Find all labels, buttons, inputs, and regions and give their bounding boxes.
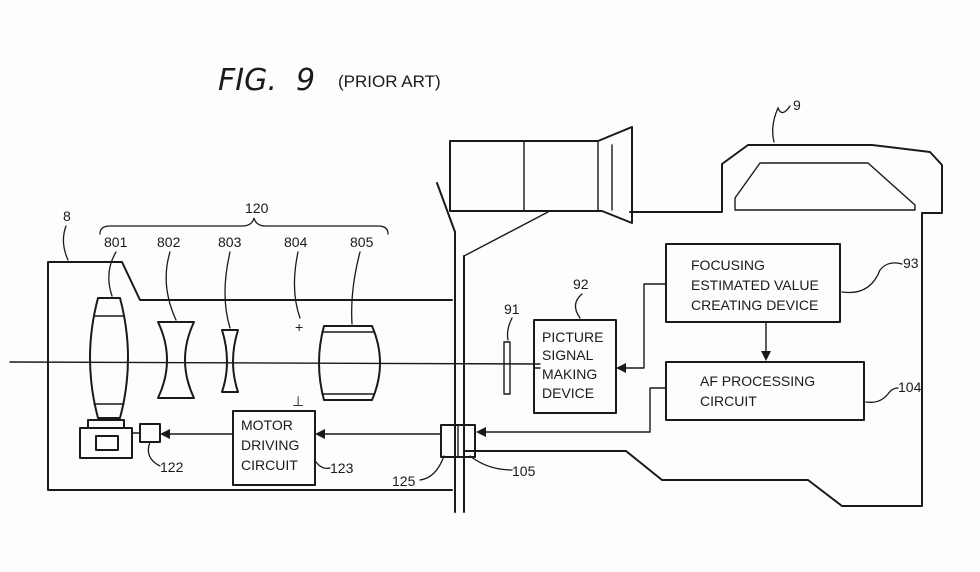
- focusing-device-line-2: ESTIMATED VALUE: [691, 277, 819, 293]
- focusing-device-line-1: FOCUSING: [691, 257, 765, 273]
- camera-body-outline: [463, 144, 943, 507]
- arrow-to-af: [761, 351, 771, 361]
- optical-axis: [9, 361, 541, 365]
- lens-unit-leader: [62, 225, 69, 261]
- lens-group-ref: 120: [245, 200, 269, 216]
- mount-front-slant: [436, 182, 456, 233]
- motor-driving-circuit-box: [232, 410, 316, 486]
- lens-801: [89, 297, 129, 419]
- picture-signal-line-2: SIGNAL: [542, 347, 594, 363]
- af-processing-line-2: CIRCUIT: [700, 393, 757, 409]
- motor-driving-line-3: CIRCUIT: [241, 457, 298, 473]
- sensor-ref: 91: [504, 301, 520, 317]
- lens-803-ref: 803: [218, 234, 242, 250]
- arrow-to-motor-circuit: [315, 429, 325, 439]
- connector-125-leader: [419, 455, 445, 481]
- picture-signal-leader: [574, 293, 583, 319]
- lens-803-leader: [224, 251, 231, 329]
- lens-unit-ref: 8: [63, 208, 71, 224]
- signal-af-to-connector: [481, 387, 667, 433]
- picture-signal-box: [533, 319, 617, 414]
- lens-802: [157, 321, 195, 399]
- lens-802-leader: [165, 251, 177, 321]
- motor-leader: [147, 441, 161, 467]
- motor-122: [139, 423, 161, 443]
- focusing-device-ref: 93: [903, 255, 919, 271]
- arrow-to-connector: [476, 427, 486, 437]
- lens-805-ref: 805: [350, 234, 374, 250]
- lens-barrel-outline: [47, 261, 453, 491]
- lens-804-marker: +: [295, 319, 303, 335]
- figure-subtitle: (PRIOR ART): [338, 72, 441, 91]
- image-sensor: [503, 341, 511, 395]
- lens-802-ref: 802: [157, 234, 181, 250]
- motor-driving-line-2: DRIVING: [241, 437, 299, 453]
- motor-driving-tick: ⊥: [292, 393, 304, 409]
- lens-803: [221, 329, 239, 393]
- focusing-device-line-3: CREATING DEVICE: [691, 297, 818, 313]
- focusing-device-box: [665, 243, 841, 323]
- focusing-device-leader: [841, 262, 903, 294]
- camera-body-ref: 9: [793, 97, 801, 113]
- motor-mechanism: [79, 419, 133, 459]
- connector-105-leader: [469, 455, 513, 471]
- lens-805-leader: [351, 251, 361, 325]
- picture-signal-line-4: DEVICE: [542, 385, 594, 401]
- af-processing-line-1: AF PROCESSING: [700, 373, 815, 389]
- af-processing-box: [665, 361, 865, 421]
- lens-group-bracket: [99, 217, 389, 235]
- connector-105-ref: 105: [512, 463, 536, 479]
- motor-driving-ref: 123: [330, 460, 354, 476]
- lens-804-ref: 804: [284, 234, 308, 250]
- af-processing-leader: [865, 387, 899, 403]
- picture-signal-line-1: PICTURE: [542, 329, 603, 345]
- figure-title-fig: FIG.: [218, 63, 277, 98]
- evf-support-line: [463, 211, 549, 257]
- sensor-leader: [506, 317, 513, 341]
- motor-driving-line-1: MOTOR: [241, 417, 293, 433]
- motor-driving-leader: [315, 461, 331, 470]
- evf-housing: [449, 126, 633, 224]
- arrow-to-motor: [160, 429, 170, 439]
- lens-805: [318, 325, 381, 401]
- viewfinder-window: [734, 162, 916, 211]
- picture-signal-line-3: MAKING: [542, 366, 597, 382]
- lens-804-leader: [293, 251, 301, 319]
- lens-801-leader: [108, 251, 117, 297]
- connector-125-ref: 125: [392, 473, 416, 489]
- arrow-into-picture: [616, 363, 626, 373]
- signal-picture-to-focus: [615, 283, 667, 369]
- af-processing-ref: 104: [898, 379, 922, 395]
- motor-ref: 122: [160, 459, 184, 475]
- figure-title-number: 9: [296, 63, 315, 98]
- lens-801-ref: 801: [104, 234, 128, 250]
- picture-signal-ref: 92: [573, 276, 589, 292]
- camera-body-leader: [772, 105, 791, 143]
